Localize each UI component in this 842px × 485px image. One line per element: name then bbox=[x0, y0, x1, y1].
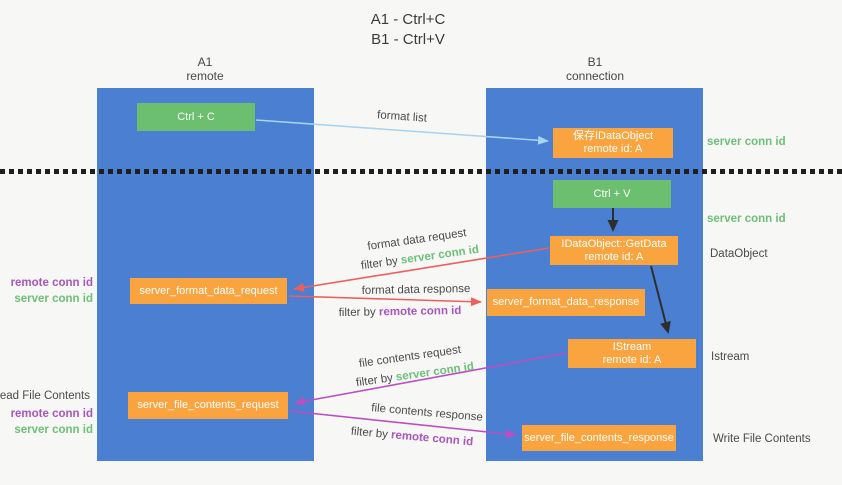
arrow-file-contents-response bbox=[289, 410, 517, 439]
node-server-format-data-response-label: server_format_data_response bbox=[492, 296, 640, 308]
node-istream-line2: remote id: A bbox=[602, 353, 662, 366]
dotted-separator-line bbox=[0, 169, 842, 174]
node-server-format-data-response: server_format_data_response bbox=[487, 289, 645, 316]
node-ctrl-v: Ctrl + V bbox=[553, 180, 671, 208]
node-server-file-contents-response: server_file_contents_response bbox=[522, 425, 676, 451]
read-file-contents-label: Read File Contents bbox=[0, 390, 90, 402]
node-save-idataobject-line2: remote id: A bbox=[583, 143, 643, 155]
node-ctrl-v-label: Ctrl + V bbox=[593, 187, 631, 200]
remote-conn-id-text: remote conn id bbox=[378, 304, 462, 319]
right-server-conn-id-top: server conn id bbox=[707, 136, 786, 148]
dataobject-label: DataObject bbox=[710, 248, 768, 260]
column-header-a1-remote: A1 remote bbox=[145, 55, 265, 83]
filter-by-text: filter by bbox=[338, 306, 380, 320]
label-filter-by-remote-conn-id-1: filter by remote conn id bbox=[339, 305, 462, 319]
node-server-file-contents-request: server_file_contents_request bbox=[128, 392, 288, 419]
title-line-1: A1 - Ctrl+C bbox=[370, 11, 446, 28]
node-server-format-data-request-label: server_format_data_request bbox=[139, 284, 278, 297]
node-ctrl-c: Ctrl + C bbox=[137, 103, 255, 131]
arrow-format-data-response bbox=[288, 295, 482, 307]
column-a1-label: A1 bbox=[197, 55, 213, 69]
diagram-title: A1 - Ctrl+C B1 - Ctrl+V bbox=[371, 10, 446, 50]
left-server-conn-id-bottom: server conn id bbox=[14, 424, 93, 436]
column-remote-label: remote bbox=[186, 69, 224, 83]
left-remote-conn-id-top: remote conn id bbox=[10, 277, 93, 289]
left-conn-id-group-top: remote conn id server conn id bbox=[11, 275, 93, 307]
node-getdata-line1: IDataObject::GetData bbox=[561, 237, 667, 250]
arrow-format-list bbox=[255, 119, 549, 145]
column-b1-label: B1 bbox=[587, 55, 603, 69]
istream-label: Istream bbox=[711, 351, 750, 363]
left-server-conn-id-top: server conn id bbox=[14, 293, 93, 305]
label-format-data-response: format data response bbox=[361, 283, 471, 297]
node-save-idataobject: 保存IDataObject remote id: A bbox=[553, 128, 673, 158]
right-server-conn-id-mid: server conn id bbox=[707, 213, 786, 225]
node-ctrl-c-label: Ctrl + C bbox=[177, 110, 215, 123]
left-conn-id-group-bottom: remote conn id server conn id bbox=[11, 406, 93, 438]
node-istream: IStream remote id: A bbox=[568, 339, 696, 368]
arrow-getdata-to-istream bbox=[650, 265, 671, 334]
title-line-2: B1 - Ctrl+V bbox=[371, 31, 445, 48]
node-server-file-contents-request-label: server_file_contents_request bbox=[137, 399, 279, 411]
node-getdata-line2: remote id: A bbox=[584, 250, 644, 263]
left-remote-conn-id-bottom: remote conn id bbox=[10, 408, 93, 420]
node-server-format-data-request: server_format_data_request bbox=[130, 278, 287, 304]
write-file-contents-label: Write File Contents bbox=[713, 433, 811, 445]
column-header-b1-connection: B1 connection bbox=[535, 55, 655, 83]
column-connection-label: connection bbox=[565, 69, 625, 83]
arrow-file-contents-request bbox=[294, 352, 568, 406]
node-idataobject-getdata: IDataObject::GetData remote id: A bbox=[550, 236, 678, 265]
node-save-idataobject-line1: 保存IDataObject bbox=[572, 130, 654, 142]
arrow-format-data-request bbox=[293, 247, 550, 292]
node-server-file-contents-response-label: server_file_contents_response bbox=[524, 431, 674, 444]
node-istream-line1: IStream bbox=[612, 340, 652, 353]
